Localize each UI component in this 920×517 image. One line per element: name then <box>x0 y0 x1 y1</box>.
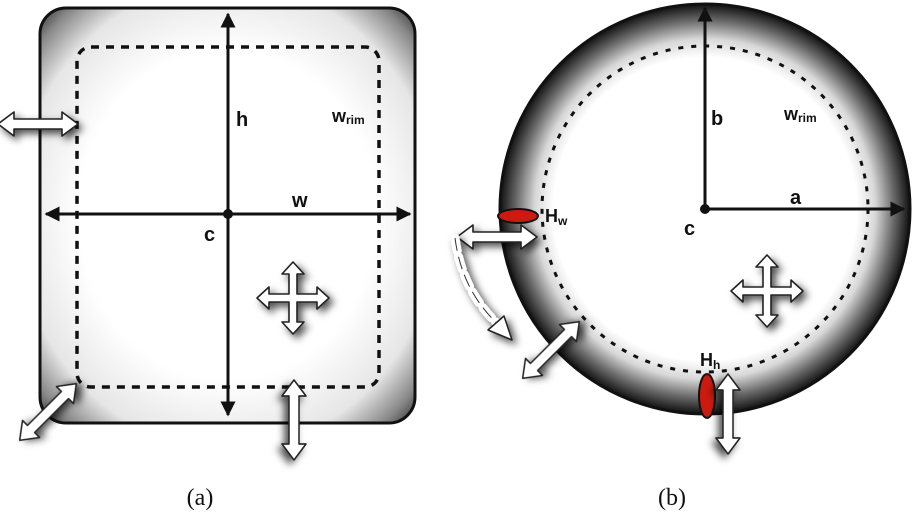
panel-b: b a c wrim Hw Hh (b) <box>450 2 912 511</box>
center-point <box>223 209 233 219</box>
panel-a: h w c wrim (a) <box>0 6 417 511</box>
semi-axis-b-label: b <box>711 108 723 130</box>
height-handle[interactable] <box>698 373 716 419</box>
rim-width-label: wrim <box>331 106 365 127</box>
horizontal-resize-arrow-icon[interactable] <box>456 224 538 250</box>
height-handle-label: Hh <box>700 350 720 372</box>
width-handle[interactable] <box>497 208 539 224</box>
caption-a: (a) <box>187 485 214 511</box>
center-point <box>700 204 710 214</box>
caption-b: (b) <box>658 485 686 511</box>
rotate-dashed-arrow-icon[interactable] <box>450 233 513 341</box>
center-label: c <box>204 224 215 246</box>
semi-axis-a-label: a <box>790 187 802 209</box>
width-handle-label: Hw <box>545 206 568 228</box>
height-label: h <box>236 109 248 131</box>
rim-width-label: wrim <box>783 104 817 125</box>
width-label: w <box>291 190 308 212</box>
center-label: c <box>684 218 695 240</box>
